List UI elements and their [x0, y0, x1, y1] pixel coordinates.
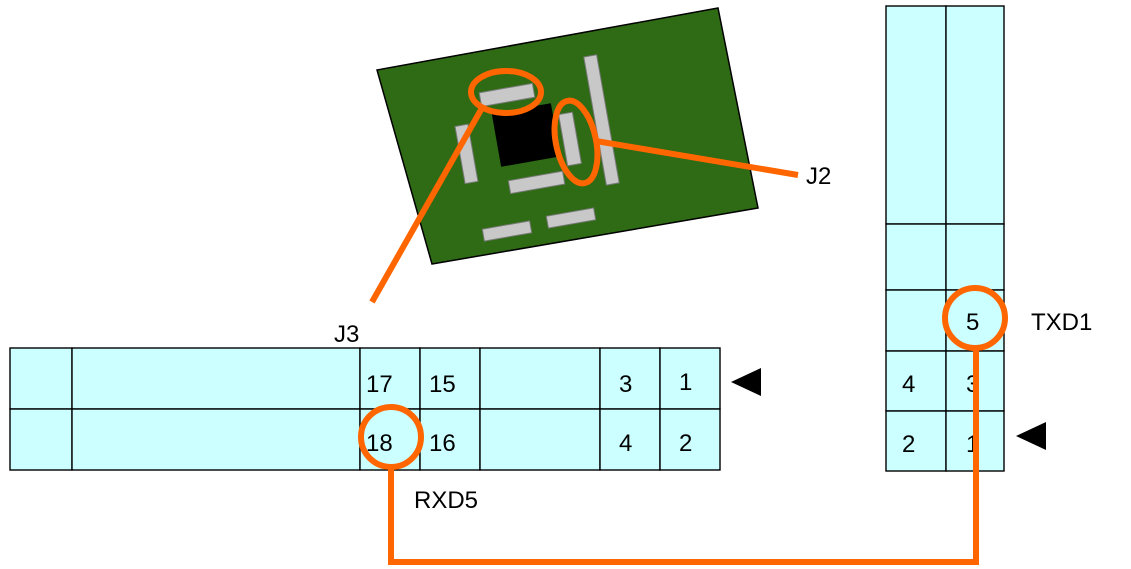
pad-left [454, 123, 479, 185]
j3-cell [71, 408, 361, 471]
j3-pin-15: 15 [429, 371, 456, 398]
txd1-highlight-ring [942, 285, 1008, 351]
j2-pin-4: 4 [902, 371, 915, 398]
j2-highlight-ring [551, 97, 601, 187]
j2-callout-line [595, 138, 799, 178]
j2-pin-2: 2 [902, 431, 915, 458]
pad-bottom-right [545, 207, 597, 229]
pad-right-long [583, 54, 620, 186]
j3-pin-18: 18 [366, 430, 393, 457]
j2-cell [885, 350, 947, 412]
j3-cell [599, 408, 661, 471]
j3-cell [71, 347, 361, 410]
connector-j3: 17 15 3 1 18 16 4 2 [9, 347, 761, 471]
j2-label: J2 [806, 163, 831, 190]
j3-pin-2: 2 [679, 430, 692, 457]
j3-cell [419, 347, 481, 410]
j2-cell [885, 410, 947, 472]
j3-cell [479, 408, 601, 471]
pad-bottom-left [481, 220, 533, 242]
pad-bottom-center [507, 170, 566, 195]
pad-j3-header [478, 82, 536, 108]
j3-pin-17: 17 [366, 371, 393, 398]
j3-pin-16: 16 [429, 430, 456, 457]
j2-cell [885, 223, 947, 291]
j3-pin-3: 3 [619, 371, 632, 398]
j2-cell [885, 5, 947, 225]
j3-cell [9, 408, 73, 471]
j2-cell [945, 5, 1005, 225]
board-chip [491, 103, 561, 167]
j2-pin1-marker-icon [1016, 422, 1046, 450]
circuit-board [376, 7, 759, 265]
j2-cell [885, 289, 947, 352]
j3-cell [659, 347, 721, 410]
txd1-label: TXD1 [1031, 309, 1092, 336]
rxd5-highlight-ring [358, 404, 424, 470]
j3-cell [359, 347, 421, 410]
j3-pin-4: 4 [619, 430, 632, 457]
j3-label: J3 [334, 321, 359, 348]
j3-highlight-ring [468, 68, 544, 116]
j3-cell [9, 347, 73, 410]
rxd5-label: RXD5 [414, 487, 478, 514]
j2-cell [945, 223, 1005, 291]
connector-j2: 5 4 3 2 1 [885, 5, 1046, 472]
j2-pin-5: 5 [966, 309, 979, 336]
j3-callout-line [369, 106, 485, 304]
j3-cell [659, 408, 721, 471]
j3-cell [479, 347, 601, 410]
pad-j2-header [558, 111, 582, 167]
j3-pin-1: 1 [679, 369, 692, 396]
signal-wire [388, 347, 979, 565]
j3-pin1-marker-icon [731, 368, 761, 396]
j3-cell [419, 408, 481, 471]
